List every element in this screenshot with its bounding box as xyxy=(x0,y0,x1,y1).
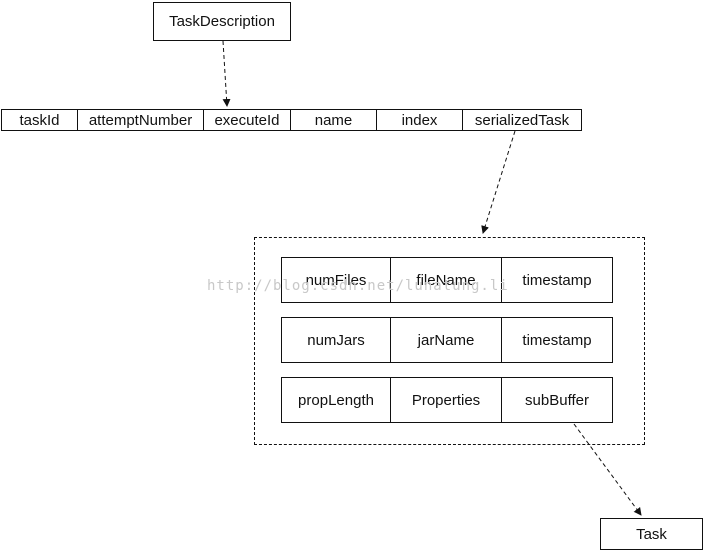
field-name: name xyxy=(291,109,377,131)
arrow-taskdescription-to-executeid xyxy=(222,40,231,107)
cell-prop-length: propLength xyxy=(281,377,391,423)
field-index: index xyxy=(377,109,463,131)
cell-sub-buffer: subBuffer xyxy=(502,377,613,423)
task-box: Task xyxy=(600,518,703,550)
arrow-subbuffer-to-task xyxy=(573,423,642,516)
task-label: Task xyxy=(636,525,667,543)
cell-file-timestamp: timestamp xyxy=(502,257,613,303)
task-description-label: TaskDescription xyxy=(169,13,275,30)
cell-file-name: fileName xyxy=(391,257,502,303)
field-attempt-number: attemptNumber xyxy=(78,109,204,131)
field-task-id: taskId xyxy=(1,109,78,131)
cell-properties: Properties xyxy=(391,377,502,423)
serialized-row-jars: numJars jarName timestamp xyxy=(281,317,613,363)
serialized-row-files: numFiles fileName timestamp xyxy=(281,257,613,303)
arrow-serializedtask-to-frame xyxy=(481,130,516,234)
field-serialized-task: serializedTask xyxy=(463,109,582,131)
serialized-row-properties: propLength Properties subBuffer xyxy=(281,377,613,423)
serialized-task-frame xyxy=(254,237,645,445)
cell-jar-timestamp: timestamp xyxy=(502,317,613,363)
cell-num-jars: numJars xyxy=(281,317,391,363)
task-description-fields-row: taskId attemptNumber executeId name inde… xyxy=(1,109,582,131)
task-description-box: TaskDescription xyxy=(153,2,291,41)
field-execute-id: executeId xyxy=(204,109,291,131)
cell-num-files: numFiles xyxy=(281,257,391,303)
cell-jar-name: jarName xyxy=(391,317,502,363)
